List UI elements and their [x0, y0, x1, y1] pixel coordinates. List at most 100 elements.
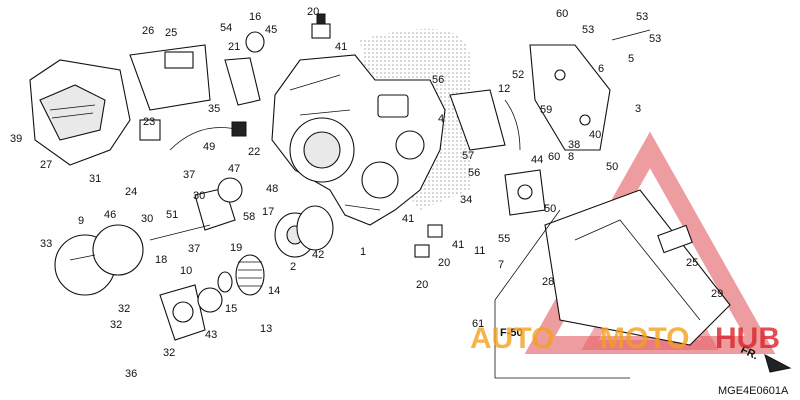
group-line-61 [494, 209, 561, 301]
part-number-50: 50 [544, 203, 556, 215]
part-number-15: 15 [225, 303, 237, 315]
left-cover-27 [29, 59, 131, 166]
part-number-53: 53 [649, 33, 661, 45]
part-number-4: 4 [438, 113, 444, 125]
part-number-5: 5 [628, 53, 634, 65]
part-number-6: 6 [598, 63, 604, 75]
bolt-18 [149, 224, 211, 241]
sensor-20-top [311, 13, 331, 39]
assembly-19 [194, 177, 243, 231]
part-number-14: 14 [268, 285, 280, 297]
bracket-21 [224, 57, 261, 106]
part-number-12: 12 [498, 83, 510, 95]
filter-13 [217, 254, 265, 296]
part-number-16: 16 [249, 11, 261, 23]
part-number-17: 17 [262, 206, 274, 218]
part-number-53: 53 [636, 11, 648, 23]
part-number-36: 36 [125, 368, 137, 380]
sensor-20-lower [414, 244, 430, 258]
part-number-25: 25 [165, 27, 177, 39]
part-number-48: 48 [266, 183, 278, 195]
part-number-20: 20 [416, 279, 428, 291]
part-number-54: 54 [220, 22, 232, 34]
guard-28 [544, 189, 731, 346]
part-number-41: 41 [402, 213, 414, 225]
part-number-19: 19 [230, 242, 242, 254]
bolt-5 [611, 29, 651, 41]
section-ref-label: F-50 [500, 327, 523, 339]
part-number-41: 41 [335, 41, 347, 53]
part-number-20: 20 [438, 257, 450, 269]
part-number-60: 60 [548, 151, 560, 163]
part-number-45: 45 [265, 24, 277, 36]
part-number-37: 37 [188, 243, 200, 255]
part-number-57: 57 [462, 150, 474, 162]
part-number-18: 18 [155, 254, 167, 266]
part-number-52: 52 [512, 69, 524, 81]
sensor-22 [139, 119, 247, 151]
cap-16 [245, 31, 265, 53]
part-number-40: 40 [589, 129, 601, 141]
part-number-30: 30 [141, 213, 153, 225]
diagram-code: MGE4E0601A [718, 385, 789, 397]
housing-10 [159, 284, 223, 341]
part-number-1: 1 [360, 246, 366, 258]
part-number-60: 60 [556, 8, 568, 20]
part-number-13: 13 [260, 323, 272, 335]
part-number-23: 23 [143, 116, 155, 128]
part-number-8: 8 [568, 151, 574, 163]
part-number-49: 49 [203, 141, 215, 153]
part-number-59: 59 [540, 104, 552, 116]
part-number-58: 58 [243, 211, 255, 223]
bracket-4 [449, 89, 506, 151]
part-number-9: 9 [78, 215, 84, 227]
cover-plate-3 [529, 44, 611, 151]
part-number-35: 35 [208, 103, 220, 115]
part-number-42: 42 [312, 249, 324, 261]
watermark-text: AUTO MOTO HUB [470, 322, 780, 355]
pump-cover-9 [54, 224, 144, 296]
part-number-38: 38 [568, 139, 580, 151]
part-number-56: 56 [468, 167, 480, 179]
svg-text:AUTO: AUTO [470, 322, 554, 355]
part-number-37: 37 [183, 169, 195, 181]
part-number-51: 51 [166, 209, 178, 221]
part-number-33: 33 [40, 238, 52, 250]
part-number-22: 22 [248, 146, 260, 158]
part-number-10: 10 [180, 265, 192, 277]
part-number-2: 2 [290, 261, 296, 273]
part-number-27: 27 [40, 159, 52, 171]
part-number-21: 21 [228, 41, 240, 53]
part-number-41: 41 [452, 239, 464, 251]
sensor-41 [427, 224, 443, 238]
part-number-29: 29 [711, 288, 723, 300]
part-number-25: 25 [686, 257, 698, 269]
part-number-47: 47 [228, 163, 240, 175]
part-number-20: 20 [307, 6, 319, 18]
part-number-26: 26 [142, 25, 154, 37]
part-number-7: 7 [498, 259, 504, 271]
svg-text:MOTO: MOTO [600, 322, 689, 355]
part-number-43: 43 [205, 329, 217, 341]
valve-55 [504, 169, 546, 216]
crankcase-cover [271, 54, 446, 226]
part-number-32: 32 [163, 347, 175, 359]
gear-2 [274, 205, 334, 258]
part-number-61: 61 [472, 318, 484, 330]
part-number-24: 24 [125, 186, 137, 198]
part-number-32: 32 [110, 319, 122, 331]
part-number-labels: 1234567891011121314151617181920202021222… [10, 6, 723, 380]
part-number-39: 39 [10, 133, 22, 145]
group-bracket-61 [494, 300, 630, 379]
part-number-53: 53 [582, 24, 594, 36]
part-number-30: 30 [193, 190, 205, 202]
pipe-38 [504, 99, 521, 151]
part-number-55: 55 [498, 233, 510, 245]
part-number-50: 50 [606, 161, 618, 173]
part-number-34: 34 [460, 194, 472, 206]
part-number-32: 32 [118, 303, 130, 315]
part-number-44: 44 [531, 154, 543, 166]
part-number-11: 11 [474, 245, 485, 257]
part-number-3: 3 [635, 103, 641, 115]
